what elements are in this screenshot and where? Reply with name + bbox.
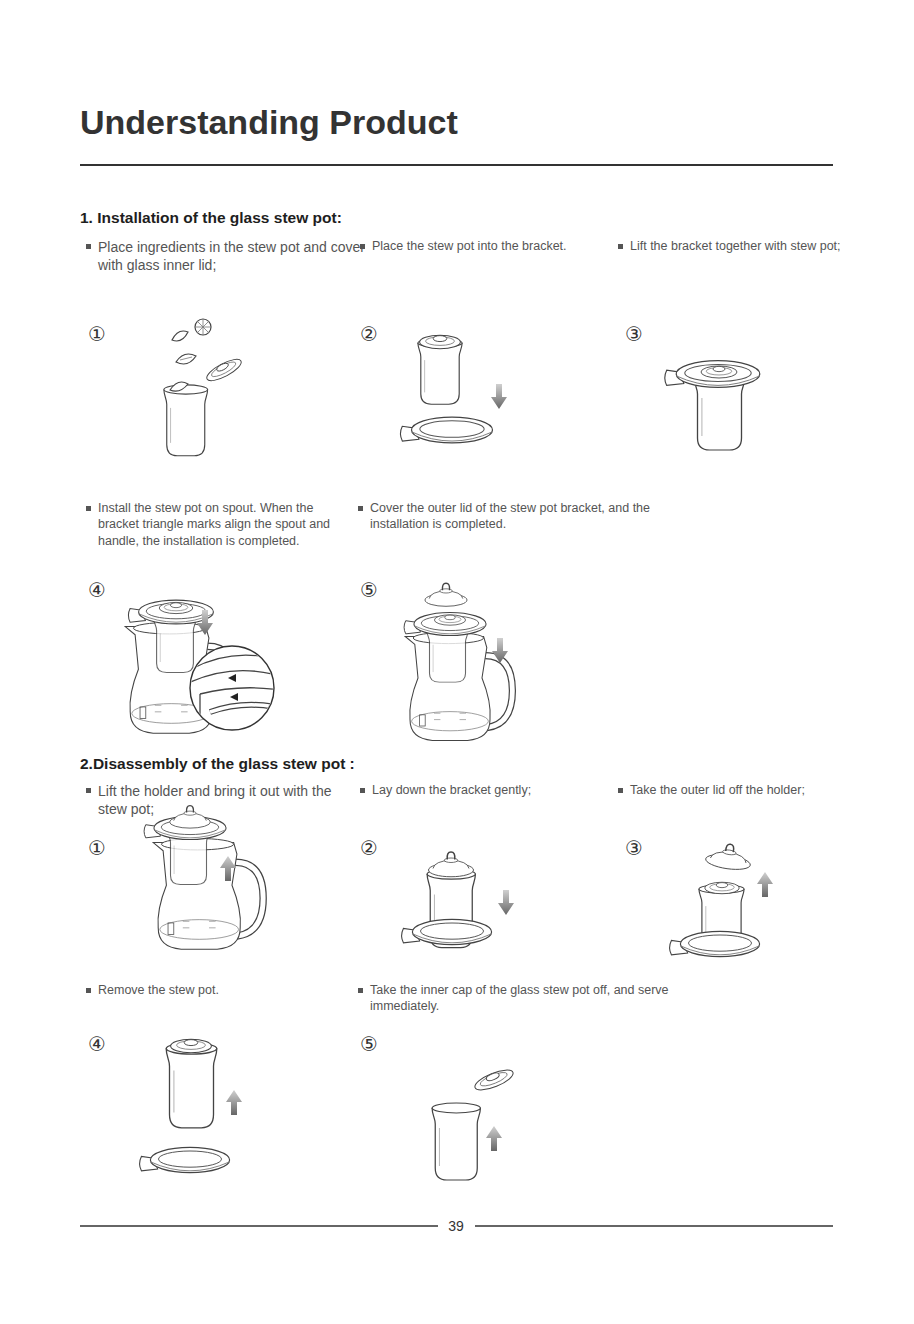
step-instruction: Take the inner cap of the glass stew pot…: [357, 982, 670, 1015]
step-number: ②: [360, 321, 390, 347]
step-number: ⑤: [360, 577, 390, 603]
step-instruction: Install the stew pot on spout. When the …: [85, 500, 348, 549]
step-number: ①: [88, 321, 118, 347]
step-number: ③: [625, 835, 655, 861]
drawing-part: [400, 417, 492, 443]
drawing-part: [491, 384, 507, 409]
page-title: Understanding Product: [80, 100, 458, 144]
step-instruction: Lay down the bracket gently;: [359, 782, 622, 798]
drawing-part: [670, 931, 760, 956]
drawing-part: [432, 1103, 480, 1180]
drawing-part: [402, 919, 492, 944]
drawing-part: [434, 615, 465, 625]
drawing-part: [186, 655, 280, 672]
drawing-part: [172, 331, 188, 341]
step-instruction: Cover the outer lid of the stew pot brac…: [357, 500, 680, 533]
step-number: ⑤: [360, 1031, 390, 1057]
step-instruction: Place the stew pot into the bracket.: [359, 238, 622, 254]
step-instruction: Place ingredients in the stew pot and co…: [85, 238, 368, 274]
drawing-part: [498, 890, 514, 915]
page-number: 39: [436, 1217, 476, 1235]
drawing-part: [164, 385, 208, 456]
drawing-part: [701, 366, 737, 378]
drawing-part: [486, 1126, 502, 1151]
drawing-part: [757, 872, 773, 897]
drawing-part: [159, 602, 193, 613]
drawing-part: [166, 1043, 217, 1128]
drawing-part: [705, 882, 740, 894]
drawing-part: [210, 705, 280, 712]
drawing-part: [473, 1066, 516, 1094]
section-heading: 1. Installation of the glass stew pot:: [80, 208, 600, 228]
step-instruction: Lift the holder and bring it out with th…: [85, 782, 363, 818]
section-heading: 2.Disassembly of the glass stew pot :: [80, 754, 500, 774]
drawing-part: [226, 1090, 242, 1115]
drawing-part: [197, 610, 213, 635]
header-rule: [80, 164, 833, 166]
drawing-part: [200, 688, 280, 694]
drawing-part: [128, 600, 213, 624]
step-number: ③: [625, 321, 655, 347]
footer-rule: [80, 1225, 438, 1227]
drawing-part: [171, 1039, 212, 1053]
drawing-part: [228, 674, 236, 682]
drawing-part: [199, 694, 200, 740]
step-instruction: Remove the stew pot.: [85, 982, 348, 998]
drawing-part: [186, 671, 280, 684]
drawing-part: [153, 838, 263, 949]
magnified-detail: [186, 646, 280, 740]
drawing-part: [404, 613, 486, 636]
step-instruction: Lift the bracket together with stew pot;: [617, 238, 914, 254]
drawing-part: [665, 361, 760, 388]
drawing-part: [429, 852, 474, 877]
drawing-part: [420, 335, 461, 349]
step-number: ①: [88, 835, 118, 861]
ingredient-slice: [170, 382, 188, 391]
step-number: ②: [360, 835, 390, 861]
drawing-part: [705, 841, 753, 872]
drawing-part: [176, 354, 196, 364]
drawing-part: [186, 655, 280, 740]
drawing-part: [210, 705, 280, 712]
drawing-part: [140, 1147, 230, 1172]
footer-rule: [475, 1225, 833, 1227]
drawing-part: [170, 806, 211, 828]
step-number: ④: [88, 577, 118, 603]
drawing-part: [492, 638, 508, 663]
drawing-part: [180, 357, 192, 360]
step-number: ④: [88, 1031, 118, 1057]
ingredients: [172, 319, 211, 364]
drawing-part: [195, 319, 211, 335]
drawing-part: [204, 355, 244, 384]
drawing-part: [195, 319, 211, 335]
drawing-part: [230, 693, 238, 701]
drawing-part: [425, 583, 467, 606]
drawing-part: [220, 856, 236, 881]
step-instruction: Take the outer lid off the holder;: [617, 782, 914, 798]
